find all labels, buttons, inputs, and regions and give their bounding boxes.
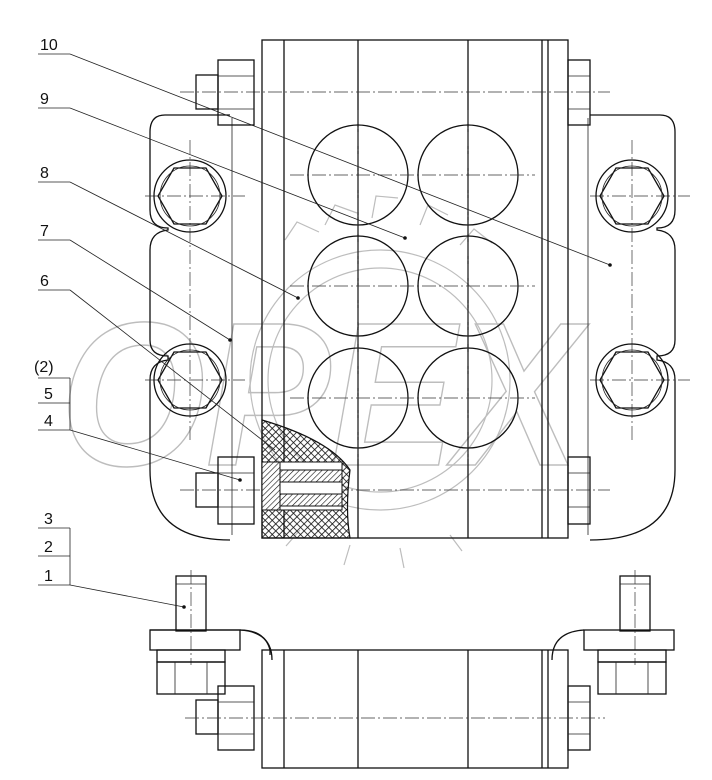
callout-3: 3 [44,511,53,528]
callout-6: 6 [40,273,49,290]
callout-5: 5 [44,386,53,403]
front-view [149,570,675,769]
top-view [145,39,690,541]
callout-8: 8 [40,165,49,182]
callout-labels: 10 9 8 7 6 (2) 5 4 3 2 1 [34,37,58,585]
callout-9: 9 [40,91,49,108]
callout-2: 2 [44,539,53,556]
callout-1: 1 [44,568,53,585]
callout-10: 10 [40,37,58,54]
callout-leaders [38,53,612,609]
callout-4: 4 [44,413,53,430]
callout-7: 7 [40,223,49,240]
callout-2-ref: (2) [34,359,54,376]
